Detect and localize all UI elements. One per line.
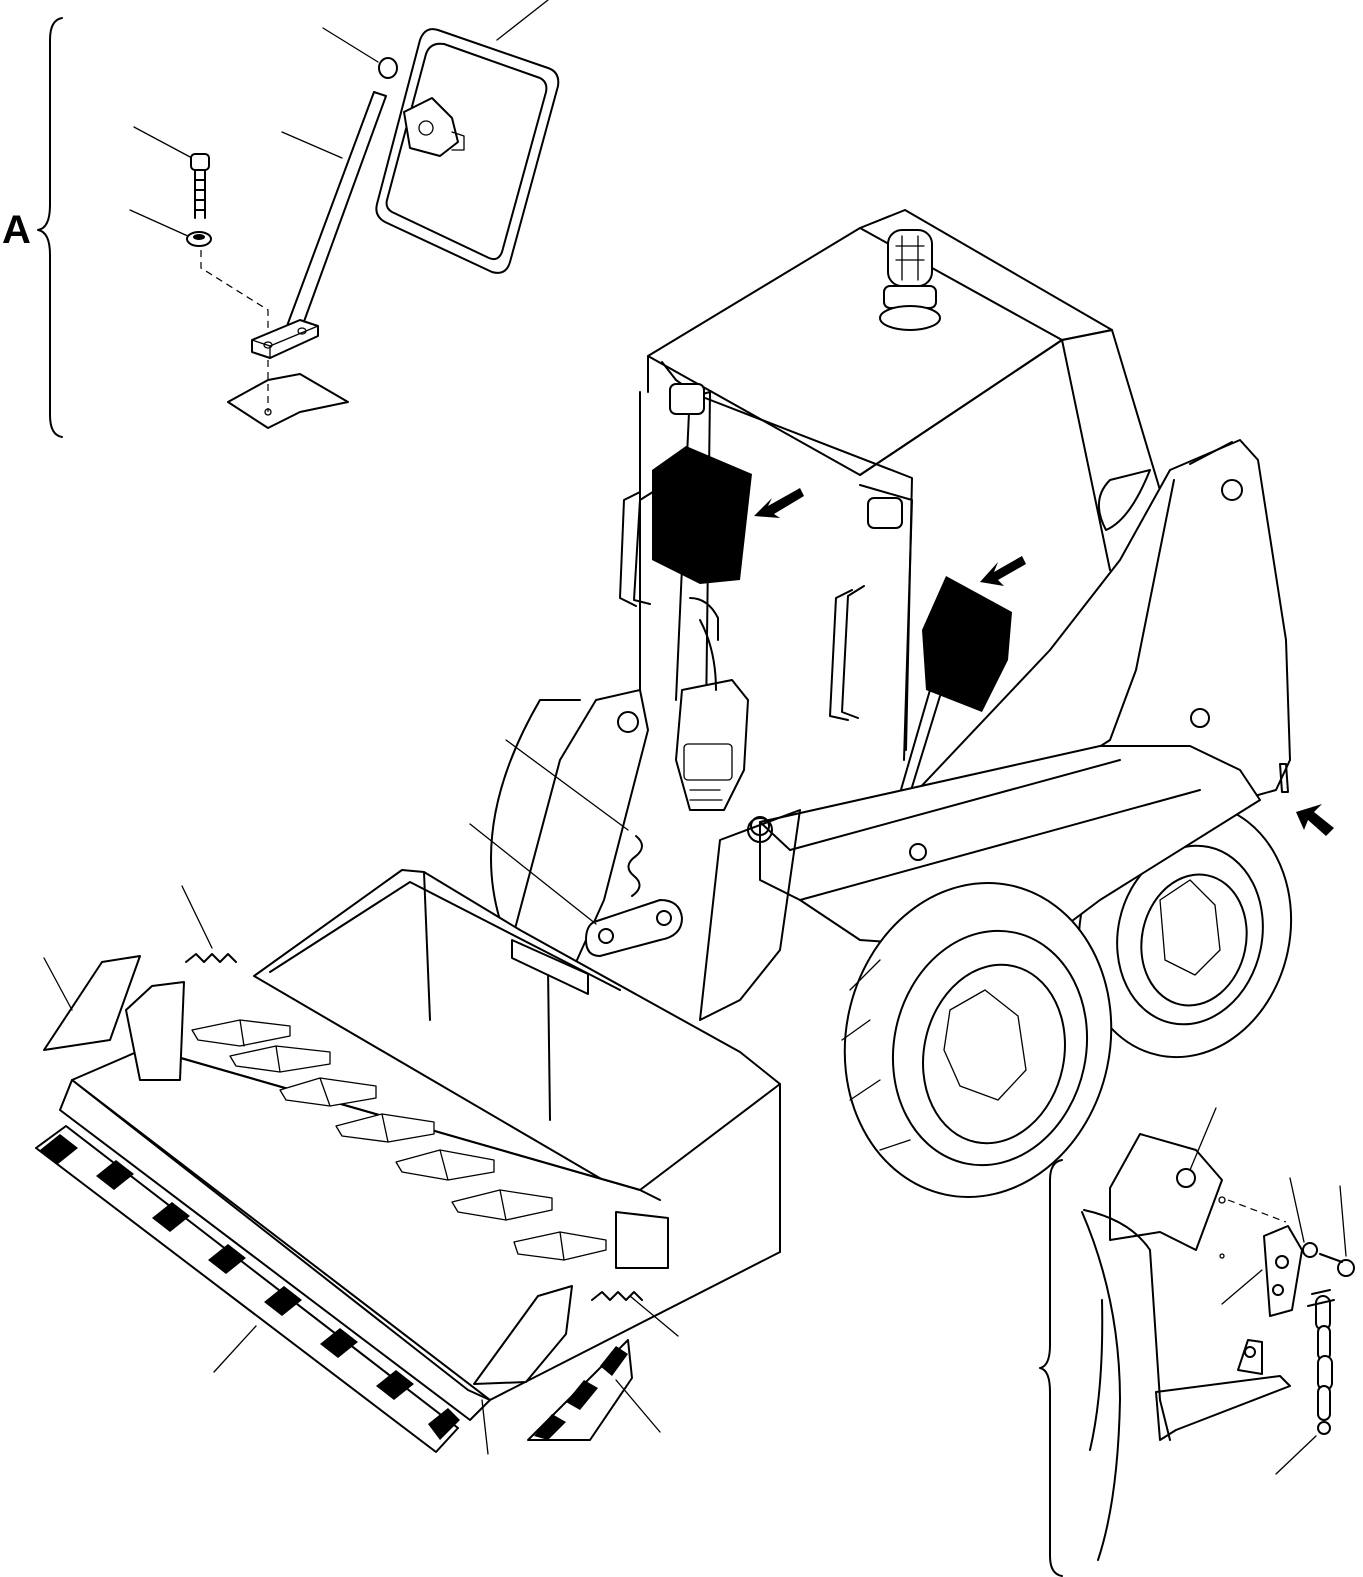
detail-a-group: A (2, 0, 560, 438)
cab (619, 209, 1161, 811)
detail-chain-brace (1039, 1159, 1063, 1577)
link-plate (585, 899, 683, 957)
bolt (190, 153, 210, 219)
detail-chain-group (1039, 1107, 1355, 1577)
springs (185, 953, 643, 1301)
right-control-panel (922, 576, 1012, 712)
washer (186, 231, 212, 247)
base-plate (251, 319, 319, 359)
front-wheel (841, 882, 1113, 1198)
assembly-path (200, 250, 269, 345)
bucket-teeth (191, 1019, 607, 1261)
chassis (747, 745, 1261, 951)
left-control-panel (652, 446, 752, 584)
bucket-leaders (43, 739, 679, 1455)
detail-a-brace (37, 17, 63, 438)
arrow-icon (754, 488, 1334, 836)
rear-view-mirror (375, 28, 560, 274)
corner-stripe-decal (527, 1339, 633, 1441)
safety-chain (1307, 1289, 1335, 1435)
lock-pin (627, 835, 643, 897)
beacon-lamp-icon (879, 229, 941, 331)
mirror-stay (283, 91, 387, 339)
detail-a-label: A (2, 208, 31, 252)
left-side-plate (43, 955, 141, 1051)
mount-sheet (227, 373, 349, 429)
bucket (35, 739, 781, 1455)
detail-a-leaders (129, 0, 549, 238)
skid-steer-loader (490, 209, 1334, 1198)
rod-cap (378, 57, 398, 79)
warning-stripe-decal (35, 1125, 460, 1453)
right-side-plate (473, 1285, 573, 1385)
